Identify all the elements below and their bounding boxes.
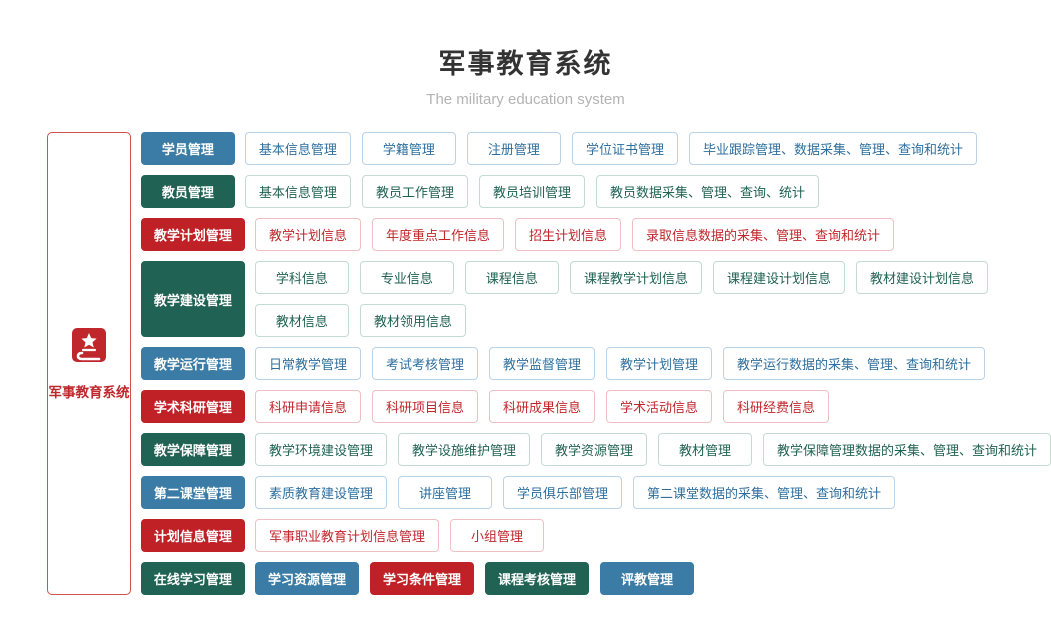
category-button[interactable]: 教学保障管理 xyxy=(140,433,245,466)
module-button[interactable]: 招生计划信息 xyxy=(514,218,621,251)
module-button[interactable]: 课程考核管理 xyxy=(484,562,589,595)
module-button[interactable]: 毕业跟踪管理、数据采集、管理、查询和统计 xyxy=(688,132,977,165)
module-button[interactable]: 教员数据采集、管理、查询、统计 xyxy=(595,175,819,208)
module-button[interactable]: 基本信息管理 xyxy=(244,132,351,165)
module-button[interactable]: 学科信息 xyxy=(254,261,349,294)
module-button[interactable]: 小组管理 xyxy=(449,519,544,552)
module-button[interactable]: 教学环境建设管理 xyxy=(254,433,387,466)
module-button[interactable]: 教学监督管理 xyxy=(488,347,595,380)
module-button[interactable]: 教学运行数据的采集、管理、查询和统计 xyxy=(723,347,986,380)
module-item-lines: 教学计划信息年度重点工作信息招生计划信息录取信息数据的采集、管理、查询和统计 xyxy=(254,218,894,251)
module-button[interactable]: 学习资源管理 xyxy=(254,562,359,595)
module-button[interactable]: 教学保障管理数据的采集、管理、查询和统计 xyxy=(762,433,1051,466)
module-row: 学术科研管理科研申请信息科研项目信息科研成果信息学术活动信息科研经费信息 xyxy=(140,390,1051,423)
module-item-line: 科研申请信息科研项目信息科研成果信息学术活动信息科研经费信息 xyxy=(254,390,830,423)
module-button[interactable]: 军事职业教育计划信息管理 xyxy=(254,519,439,552)
module-button[interactable]: 第二课堂数据的采集、管理、查询和统计 xyxy=(632,476,895,509)
category-button[interactable]: 在线学习管理 xyxy=(140,562,245,595)
module-rows: 学员管理基本信息管理学籍管理注册管理学位证书管理毕业跟踪管理、数据采集、管理、查… xyxy=(140,132,1051,595)
module-row: 教学保障管理教学环境建设管理教学设施维护管理教学资源管理教材管理教学保障管理数据… xyxy=(140,433,1051,466)
module-item-lines: 日常教学管理考试考核管理教学监督管理教学计划管理教学运行数据的采集、管理、查询和… xyxy=(254,347,986,380)
module-button[interactable]: 考试考核管理 xyxy=(371,347,478,380)
module-item-lines: 军事职业教育计划信息管理小组管理 xyxy=(254,519,544,552)
module-row: 第二课堂管理素质教育建设管理讲座管理学员俱乐部管理第二课堂数据的采集、管理、查询… xyxy=(140,476,1051,509)
module-button[interactable]: 年度重点工作信息 xyxy=(371,218,504,251)
category-button[interactable]: 学术科研管理 xyxy=(140,390,245,423)
module-button[interactable]: 教学设施维护管理 xyxy=(397,433,530,466)
module-button[interactable]: 日常教学管理 xyxy=(254,347,361,380)
page-header: 军事教育系统 The military education system xyxy=(0,0,1051,108)
module-button[interactable]: 课程教学计划信息 xyxy=(569,261,702,294)
module-button[interactable]: 课程建设计划信息 xyxy=(712,261,845,294)
module-item-line: 学科信息专业信息课程信息课程教学计划信息课程建设计划信息教材建设计划信息 xyxy=(254,261,988,294)
module-button[interactable]: 课程信息 xyxy=(464,261,559,294)
module-button[interactable]: 评教管理 xyxy=(599,562,694,595)
module-button[interactable]: 素质教育建设管理 xyxy=(254,476,387,509)
page-subtitle: The military education system xyxy=(426,91,625,108)
module-item-lines: 学科信息专业信息课程信息课程教学计划信息课程建设计划信息教材建设计划信息教材信息… xyxy=(254,261,988,337)
module-item-line: 教学计划信息年度重点工作信息招生计划信息录取信息数据的采集、管理、查询和统计 xyxy=(254,218,894,251)
module-button[interactable]: 教材建设计划信息 xyxy=(855,261,988,294)
category-button[interactable]: 计划信息管理 xyxy=(140,519,245,552)
category-button[interactable]: 教员管理 xyxy=(140,175,235,208)
book-star-icon xyxy=(69,326,109,371)
root-node-label: 军事教育系统 xyxy=(48,385,130,400)
module-button[interactable]: 科研申请信息 xyxy=(254,390,361,423)
category-button[interactable]: 教学建设管理 xyxy=(140,261,245,337)
module-item-line: 军事职业教育计划信息管理小组管理 xyxy=(254,519,544,552)
module-item-line: 基本信息管理学籍管理注册管理学位证书管理毕业跟踪管理、数据采集、管理、查询和统计 xyxy=(244,132,977,165)
module-row: 计划信息管理军事职业教育计划信息管理小组管理 xyxy=(140,519,1051,552)
module-item-line: 教材信息教材领用信息 xyxy=(254,304,988,337)
module-item-line: 素质教育建设管理讲座管理学员俱乐部管理第二课堂数据的采集、管理、查询和统计 xyxy=(254,476,895,509)
module-item-line: 学习资源管理学习条件管理课程考核管理评教管理 xyxy=(254,562,694,595)
module-button[interactable]: 学习条件管理 xyxy=(369,562,474,595)
module-item-lines: 科研申请信息科研项目信息科研成果信息学术活动信息科研经费信息 xyxy=(254,390,830,423)
module-button[interactable]: 教学资源管理 xyxy=(540,433,647,466)
module-row: 在线学习管理学习资源管理学习条件管理课程考核管理评教管理 xyxy=(140,562,1051,595)
module-button[interactable]: 教员培训管理 xyxy=(478,175,585,208)
module-button[interactable]: 教材领用信息 xyxy=(359,304,466,337)
module-row: 教学建设管理学科信息专业信息课程信息课程教学计划信息课程建设计划信息教材建设计划… xyxy=(140,261,1051,337)
module-item-line: 教学环境建设管理教学设施维护管理教学资源管理教材管理教学保障管理数据的采集、管理… xyxy=(254,433,1051,466)
module-button[interactable]: 教材管理 xyxy=(657,433,752,466)
module-button[interactable]: 教学计划管理 xyxy=(605,347,712,380)
page-title: 军事教育系统 xyxy=(438,49,613,79)
module-button[interactable]: 科研成果信息 xyxy=(488,390,595,423)
category-button[interactable]: 学员管理 xyxy=(140,132,235,165)
module-item-lines: 学习资源管理学习条件管理课程考核管理评教管理 xyxy=(254,562,694,595)
module-row: 学员管理基本信息管理学籍管理注册管理学位证书管理毕业跟踪管理、数据采集、管理、查… xyxy=(140,132,1051,165)
module-item-line: 基本信息管理教员工作管理教员培训管理教员数据采集、管理、查询、统计 xyxy=(244,175,819,208)
module-item-line: 日常教学管理考试考核管理教学监督管理教学计划管理教学运行数据的采集、管理、查询和… xyxy=(254,347,986,380)
module-button[interactable]: 录取信息数据的采集、管理、查询和统计 xyxy=(631,218,894,251)
module-button[interactable]: 注册管理 xyxy=(466,132,561,165)
module-row: 教员管理基本信息管理教员工作管理教员培训管理教员数据采集、管理、查询、统计 xyxy=(140,175,1051,208)
module-item-lines: 教学环境建设管理教学设施维护管理教学资源管理教材管理教学保障管理数据的采集、管理… xyxy=(254,433,1051,466)
module-button[interactable]: 科研项目信息 xyxy=(371,390,478,423)
module-row: 教学计划管理教学计划信息年度重点工作信息招生计划信息录取信息数据的采集、管理、查… xyxy=(140,218,1051,251)
module-item-lines: 基本信息管理教员工作管理教员培训管理教员数据采集、管理、查询、统计 xyxy=(244,175,819,208)
root-node[interactable]: 军事教育系统 xyxy=(47,132,131,595)
module-button[interactable]: 基本信息管理 xyxy=(244,175,351,208)
module-button[interactable]: 学员俱乐部管理 xyxy=(502,476,622,509)
category-button[interactable]: 教学运行管理 xyxy=(140,347,245,380)
module-item-lines: 素质教育建设管理讲座管理学员俱乐部管理第二课堂数据的采集、管理、查询和统计 xyxy=(254,476,895,509)
module-button[interactable]: 讲座管理 xyxy=(397,476,492,509)
diagram: 军事教育系统 学员管理基本信息管理学籍管理注册管理学位证书管理毕业跟踪管理、数据… xyxy=(47,132,1051,595)
module-button[interactable]: 教员工作管理 xyxy=(361,175,468,208)
module-button[interactable]: 学位证书管理 xyxy=(571,132,678,165)
module-button[interactable]: 教学计划信息 xyxy=(254,218,361,251)
module-row: 教学运行管理日常教学管理考试考核管理教学监督管理教学计划管理教学运行数据的采集、… xyxy=(140,347,1051,380)
category-button[interactable]: 第二课堂管理 xyxy=(140,476,245,509)
module-item-lines: 基本信息管理学籍管理注册管理学位证书管理毕业跟踪管理、数据采集、管理、查询和统计 xyxy=(244,132,977,165)
module-button[interactable]: 学术活动信息 xyxy=(605,390,712,423)
module-button[interactable]: 科研经费信息 xyxy=(723,390,830,423)
module-button[interactable]: 专业信息 xyxy=(359,261,454,294)
category-button[interactable]: 教学计划管理 xyxy=(140,218,245,251)
module-button[interactable]: 学籍管理 xyxy=(361,132,456,165)
module-button[interactable]: 教材信息 xyxy=(254,304,349,337)
